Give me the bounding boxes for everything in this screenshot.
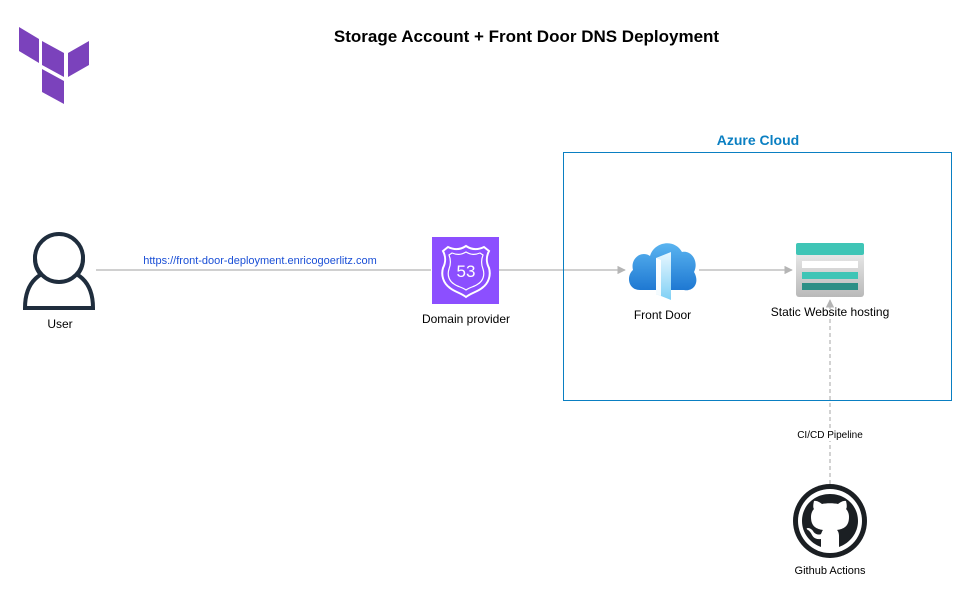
user-icon <box>22 232 96 310</box>
route53-shield-icon <box>432 237 499 304</box>
domain-provider-label: Domain provider <box>421 312 511 326</box>
storage-static-website-icon <box>796 243 864 297</box>
route53-badge: 53 <box>457 262 476 281</box>
pipeline-edge-label: CI/CD Pipeline <box>770 430 890 441</box>
github-octocat-icon <box>793 484 867 558</box>
url-edge-label[interactable]: https://front-door-deployment.enricogoer… <box>143 255 377 267</box>
user-label: User <box>47 317 73 331</box>
azure-cloud-title: Azure Cloud <box>716 132 800 148</box>
diagram-title: Storage Account + Front Door DNS Deploym… <box>333 27 720 46</box>
github-actions-label: Github Actions <box>794 565 866 577</box>
static-website-label: Static Website hosting <box>770 305 890 319</box>
terraform-logo-icon <box>19 27 89 104</box>
azure-cloud-boundary <box>563 152 952 401</box>
front-door-label: Front Door <box>633 308 692 322</box>
azure-front-door-icon <box>628 243 697 300</box>
